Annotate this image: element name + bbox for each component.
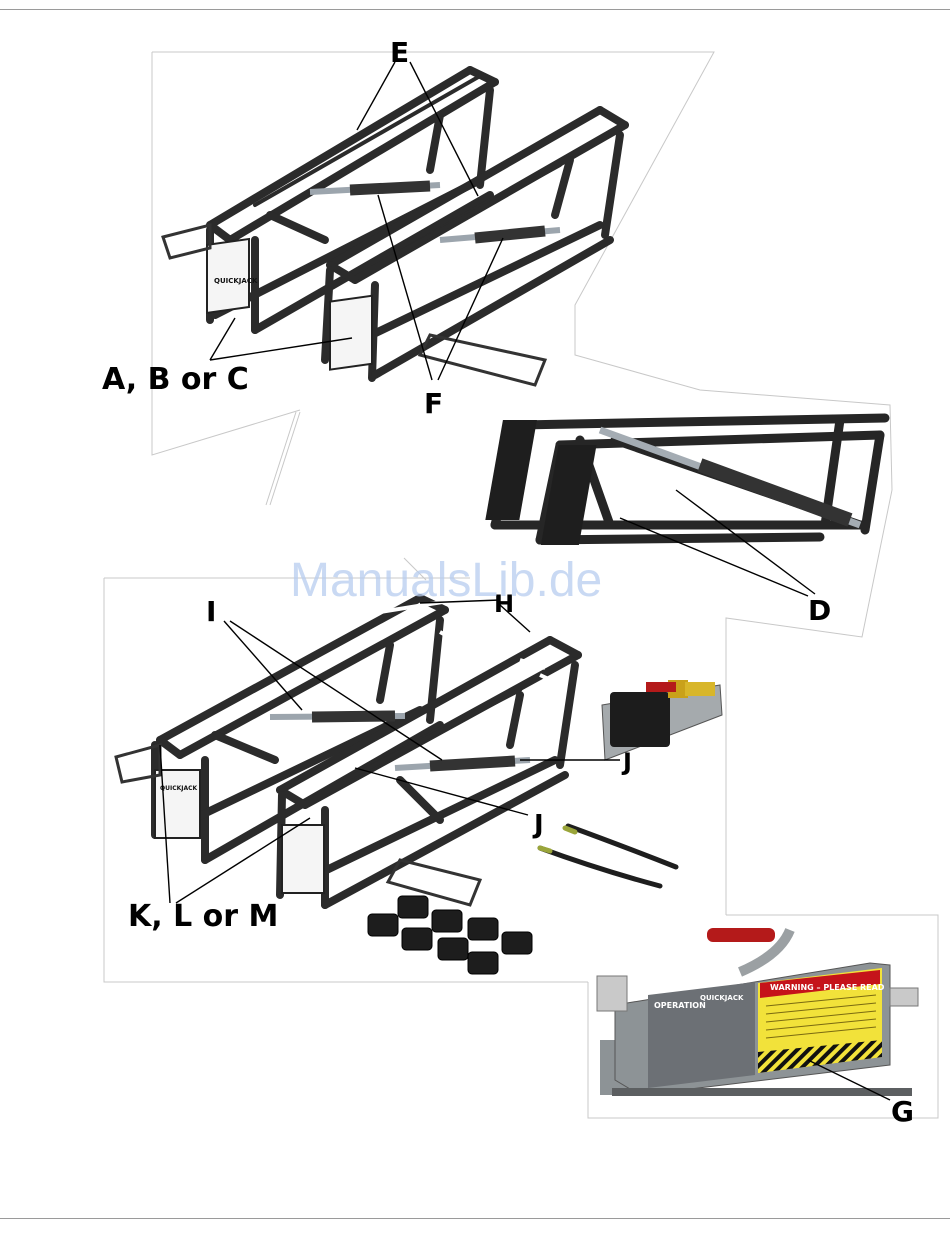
callout-i: I bbox=[206, 595, 216, 628]
callout-klm: K, L or M bbox=[128, 899, 278, 934]
warning-label-l bbox=[282, 825, 324, 893]
power-unit-mount bbox=[602, 680, 722, 760]
warning-label-text: WARNING – PLEASE READ bbox=[770, 983, 885, 992]
brand-text-k: QUICKJACK bbox=[160, 785, 198, 792]
brand-text-a: QUICKJACK bbox=[214, 277, 258, 285]
callout-j-upper: J bbox=[621, 748, 632, 776]
callout-e: E bbox=[390, 36, 409, 69]
hydraulic-cylinder-top-2 bbox=[440, 230, 560, 240]
ramp-top-left bbox=[163, 225, 210, 258]
svg-text:QUICKJACK: QUICKJACK bbox=[214, 277, 258, 285]
d-panel-outline bbox=[726, 490, 892, 915]
callout-d: D bbox=[808, 594, 831, 627]
warning-label-b bbox=[330, 296, 372, 370]
rubber-blocks bbox=[368, 896, 532, 974]
hydraulic-cylinder-bottom-2 bbox=[395, 760, 530, 768]
hydraulic-cylinder-side bbox=[600, 430, 860, 525]
h-markers bbox=[380, 600, 555, 682]
watermark: ManualsLib.de bbox=[290, 554, 602, 607]
pump-brand-label: QUICKJACK bbox=[700, 994, 744, 1002]
callout-g: G bbox=[891, 1095, 914, 1128]
callout-abc: A, B or C bbox=[102, 362, 249, 397]
callout-f: F bbox=[424, 387, 443, 420]
side-pad-left bbox=[485, 420, 537, 520]
warning-label-a bbox=[207, 239, 249, 313]
lift-frame-top-left bbox=[210, 70, 495, 330]
hydraulic-cylinder-top-1 bbox=[310, 185, 440, 192]
operation-label: OPERATION bbox=[654, 1001, 706, 1010]
hydraulic-hoses bbox=[540, 826, 676, 886]
hydraulic-cylinder-bottom-1 bbox=[270, 716, 405, 717]
callout-j-lower: J bbox=[532, 810, 544, 840]
